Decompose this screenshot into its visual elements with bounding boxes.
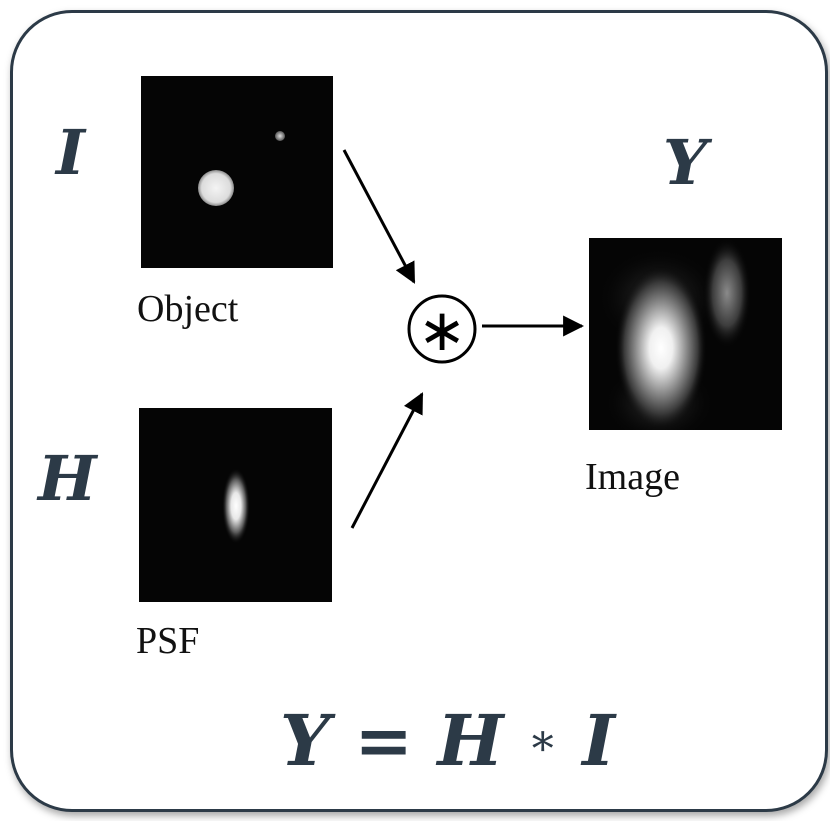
object-spots — [198, 131, 285, 206]
psf-to-operator-arrow — [350, 392, 424, 529]
convolution-operator-circle — [407, 294, 477, 364]
image-panel — [589, 238, 782, 430]
small-spot — [275, 131, 285, 141]
equation-y: Y — [280, 699, 330, 782]
psf-variable-label: H — [38, 442, 97, 515]
psf-panel — [139, 408, 332, 602]
equation-star: ∗ — [527, 715, 558, 766]
object-caption: Object — [137, 288, 239, 330]
blurred-image — [597, 238, 751, 430]
object-variable-label: I — [56, 116, 86, 189]
convolution-operator-symbol: ∗ — [418, 296, 467, 364]
psf-blob — [222, 468, 250, 544]
equation-equals: = — [354, 699, 414, 782]
convolution-equation: Y = H ∗ I — [280, 706, 615, 776]
object-to-operator-arrow — [342, 149, 416, 284]
large-spot — [198, 170, 234, 206]
object-panel — [141, 76, 333, 268]
equation-i: I — [582, 699, 615, 782]
equation-h: H — [437, 699, 504, 782]
psf-caption: PSF — [136, 620, 200, 662]
image-caption: Image — [585, 456, 680, 498]
image-variable-label: Y — [663, 126, 708, 199]
